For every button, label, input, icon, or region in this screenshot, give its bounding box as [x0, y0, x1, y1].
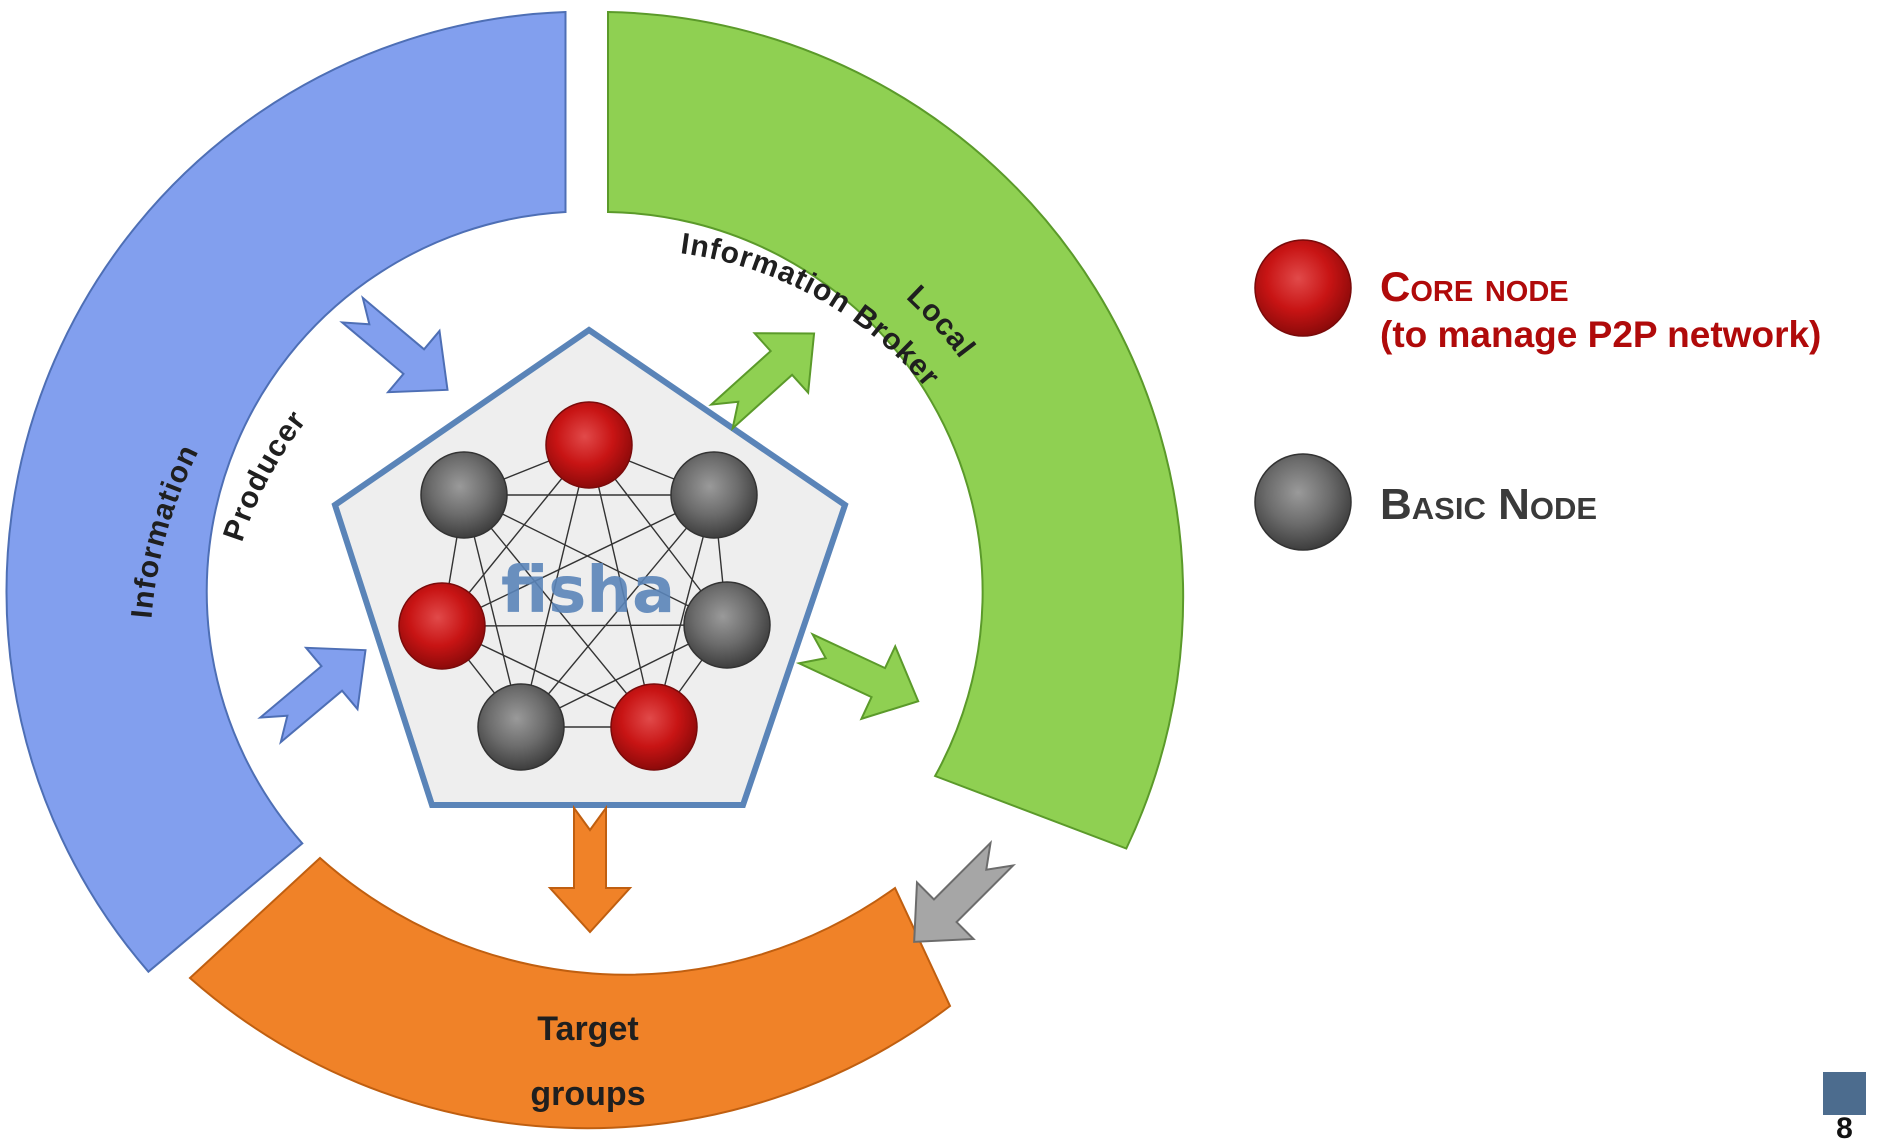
page-number-marker — [1823, 1072, 1866, 1115]
core-node — [545, 401, 633, 489]
broker-to-target-arrow — [913, 839, 1017, 943]
legend-core: Core node (to manage P2P network) — [1380, 262, 1821, 358]
target-label-line2: groups — [530, 1075, 645, 1113]
basic-node — [477, 683, 565, 771]
producer-arrow-bottom — [257, 646, 367, 745]
target-arrow — [547, 804, 633, 934]
legend-core-title: Core node — [1380, 263, 1569, 310]
fisha-logo: fisha — [501, 554, 675, 628]
legend-basic-title: Basic Node — [1380, 480, 1598, 529]
legend-basic: Basic Node — [1380, 480, 1597, 530]
legend-core-node-icon — [1254, 239, 1352, 337]
fisha-pentagon — [331, 326, 849, 808]
broker-arrow-bottom — [795, 632, 920, 721]
producer-arrow-top — [339, 295, 449, 394]
broker-segment — [607, 10, 1185, 850]
core-node — [398, 582, 486, 670]
basic-node — [670, 451, 758, 539]
network-nodes — [398, 401, 771, 771]
basic-node — [420, 451, 508, 539]
legend-core-subtitle: (to manage P2P network) — [1380, 314, 1822, 355]
legend-basic-node-icon — [1254, 453, 1352, 551]
broker-arrow-top — [708, 332, 816, 432]
core-node — [610, 683, 698, 771]
target-segment — [188, 856, 952, 1130]
page-number: 8 — [1836, 1112, 1853, 1145]
basic-node — [683, 581, 771, 669]
target-label-line1: Target — [537, 1010, 638, 1048]
producer-segment — [5, 10, 567, 974]
